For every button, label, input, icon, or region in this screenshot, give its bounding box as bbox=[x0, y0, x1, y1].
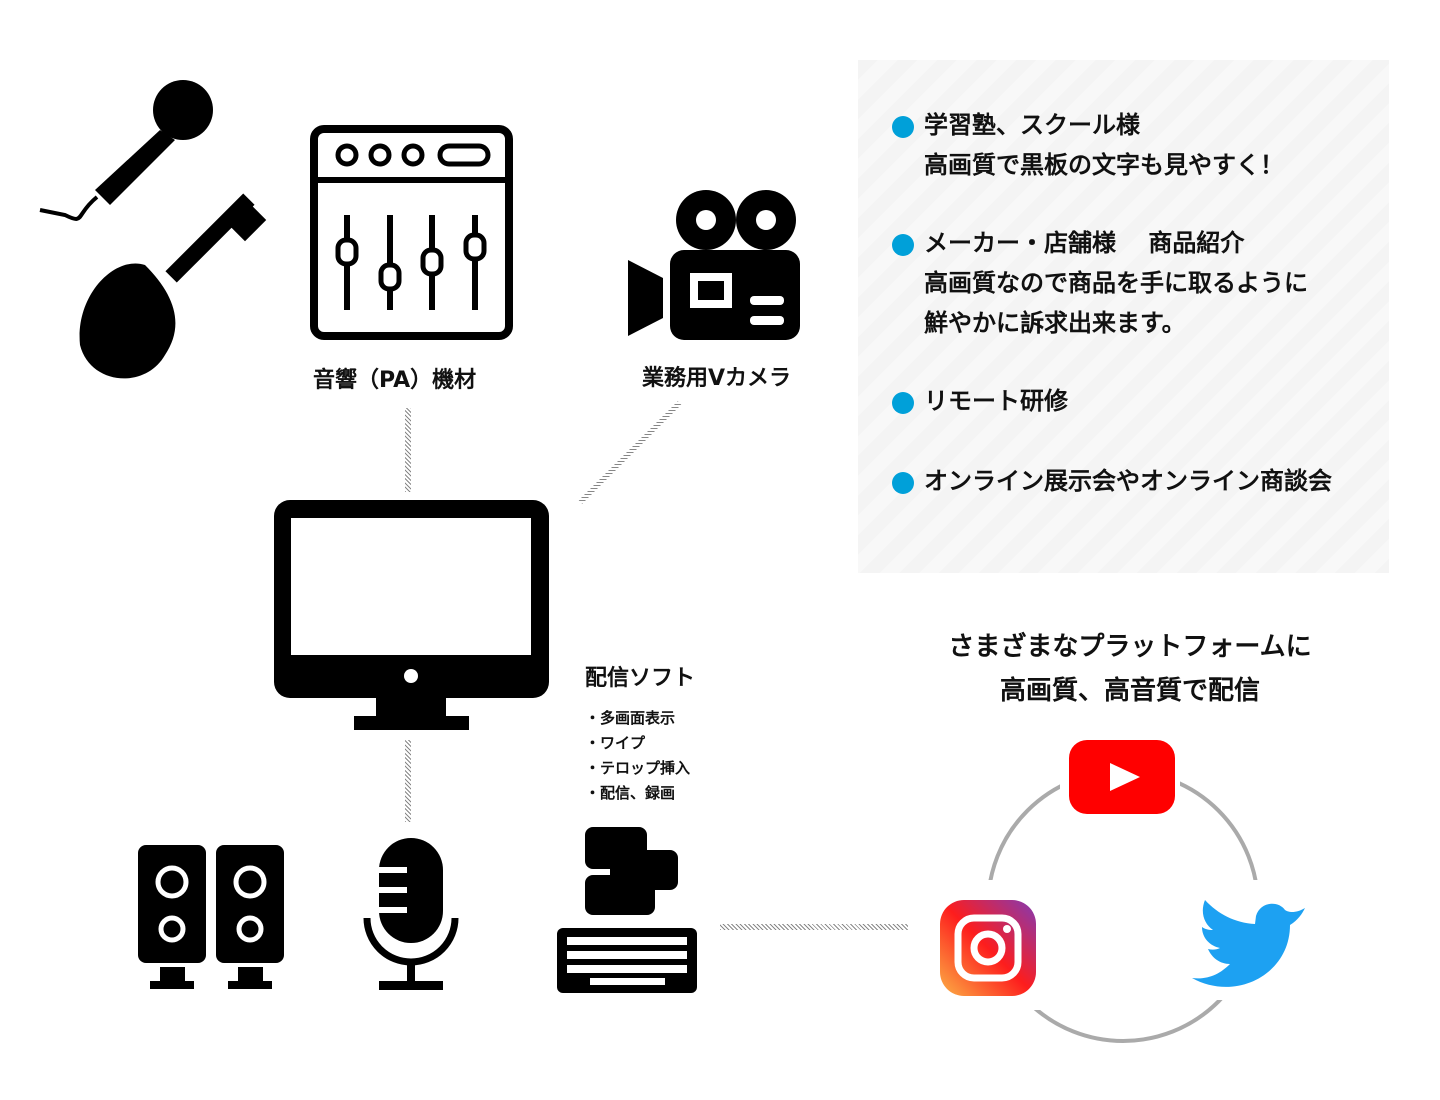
use-case-text: 高画質なので商品を手に取るように bbox=[924, 269, 1308, 297]
use-case-item: 学習塾、スクール様 高画質で黒板の文字も見やすく！ bbox=[892, 105, 1284, 185]
use-case-text: 鮮やかに訴求出来ます。 bbox=[924, 309, 1186, 337]
connector-line bbox=[405, 740, 411, 822]
streaming-software: 配信ソフト ・多画面表示 ・ワイプ ・テロップ挿入 ・配信、録画 bbox=[585, 660, 695, 806]
twitter-icon bbox=[1192, 900, 1305, 987]
use-case-title: 学習塾、スクール様 bbox=[924, 111, 1140, 139]
bullet-icon bbox=[892, 234, 914, 256]
microphone-guitar-icon bbox=[39, 80, 267, 379]
use-case-item: メーカー・店舗様 商品紹介 高画質なので商品を手に取るように 鮮やかに訴求出来ま… bbox=[892, 223, 1308, 343]
bullet-icon bbox=[892, 392, 914, 414]
use-case-item: リモート研修 bbox=[892, 381, 1068, 421]
camera-label: 業務用Vカメラ bbox=[642, 366, 792, 391]
chat-keyboard-icon bbox=[557, 827, 697, 993]
instagram-icon bbox=[940, 900, 1036, 996]
platforms-line: 高画質、高音質で配信 bbox=[999, 676, 1260, 706]
use-case-item: オンライン展示会やオンライン商談会 bbox=[892, 461, 1332, 501]
platform-cycle bbox=[930, 730, 1318, 1043]
use-case-text: 高画質で黒板の文字も見やすく！ bbox=[924, 151, 1284, 179]
software-feature: ・多画面表示 bbox=[585, 709, 676, 727]
software-feature: ・配信、録画 bbox=[585, 784, 676, 802]
use-case-title: メーカー・店舗様 商品紹介 bbox=[924, 229, 1245, 257]
platforms-line: さまざまなプラットフォームに bbox=[948, 632, 1312, 662]
use-case-title: リモート研修 bbox=[924, 387, 1068, 415]
platforms-heading: さまざまなプラットフォームに 高画質、高音質で配信 bbox=[920, 625, 1340, 713]
connector-line bbox=[720, 924, 908, 930]
mixer-icon bbox=[310, 125, 513, 340]
software-feature: ・テロップ挿入 bbox=[585, 759, 691, 777]
connector-line bbox=[405, 408, 411, 492]
studio-microphone-icon bbox=[363, 838, 459, 990]
bullet-icon bbox=[892, 116, 914, 138]
monitor-icon bbox=[274, 500, 549, 730]
pa-equipment-label: 音響（PA）機材 bbox=[313, 368, 477, 393]
software-title: 配信ソフト bbox=[585, 666, 696, 691]
youtube-icon bbox=[1069, 740, 1175, 814]
use-case-title: オンライン展示会やオンライン商談会 bbox=[924, 467, 1332, 495]
speakers-icon bbox=[138, 845, 284, 989]
video-camera-icon bbox=[628, 190, 800, 340]
connector-line bbox=[578, 401, 682, 504]
use-cases-panel: 学習塾、スクール様 高画質で黒板の文字も見やすく！ メーカー・店舗様 商品紹介 … bbox=[858, 60, 1389, 573]
software-feature: ・ワイプ bbox=[585, 734, 646, 752]
bullet-icon bbox=[892, 472, 914, 494]
